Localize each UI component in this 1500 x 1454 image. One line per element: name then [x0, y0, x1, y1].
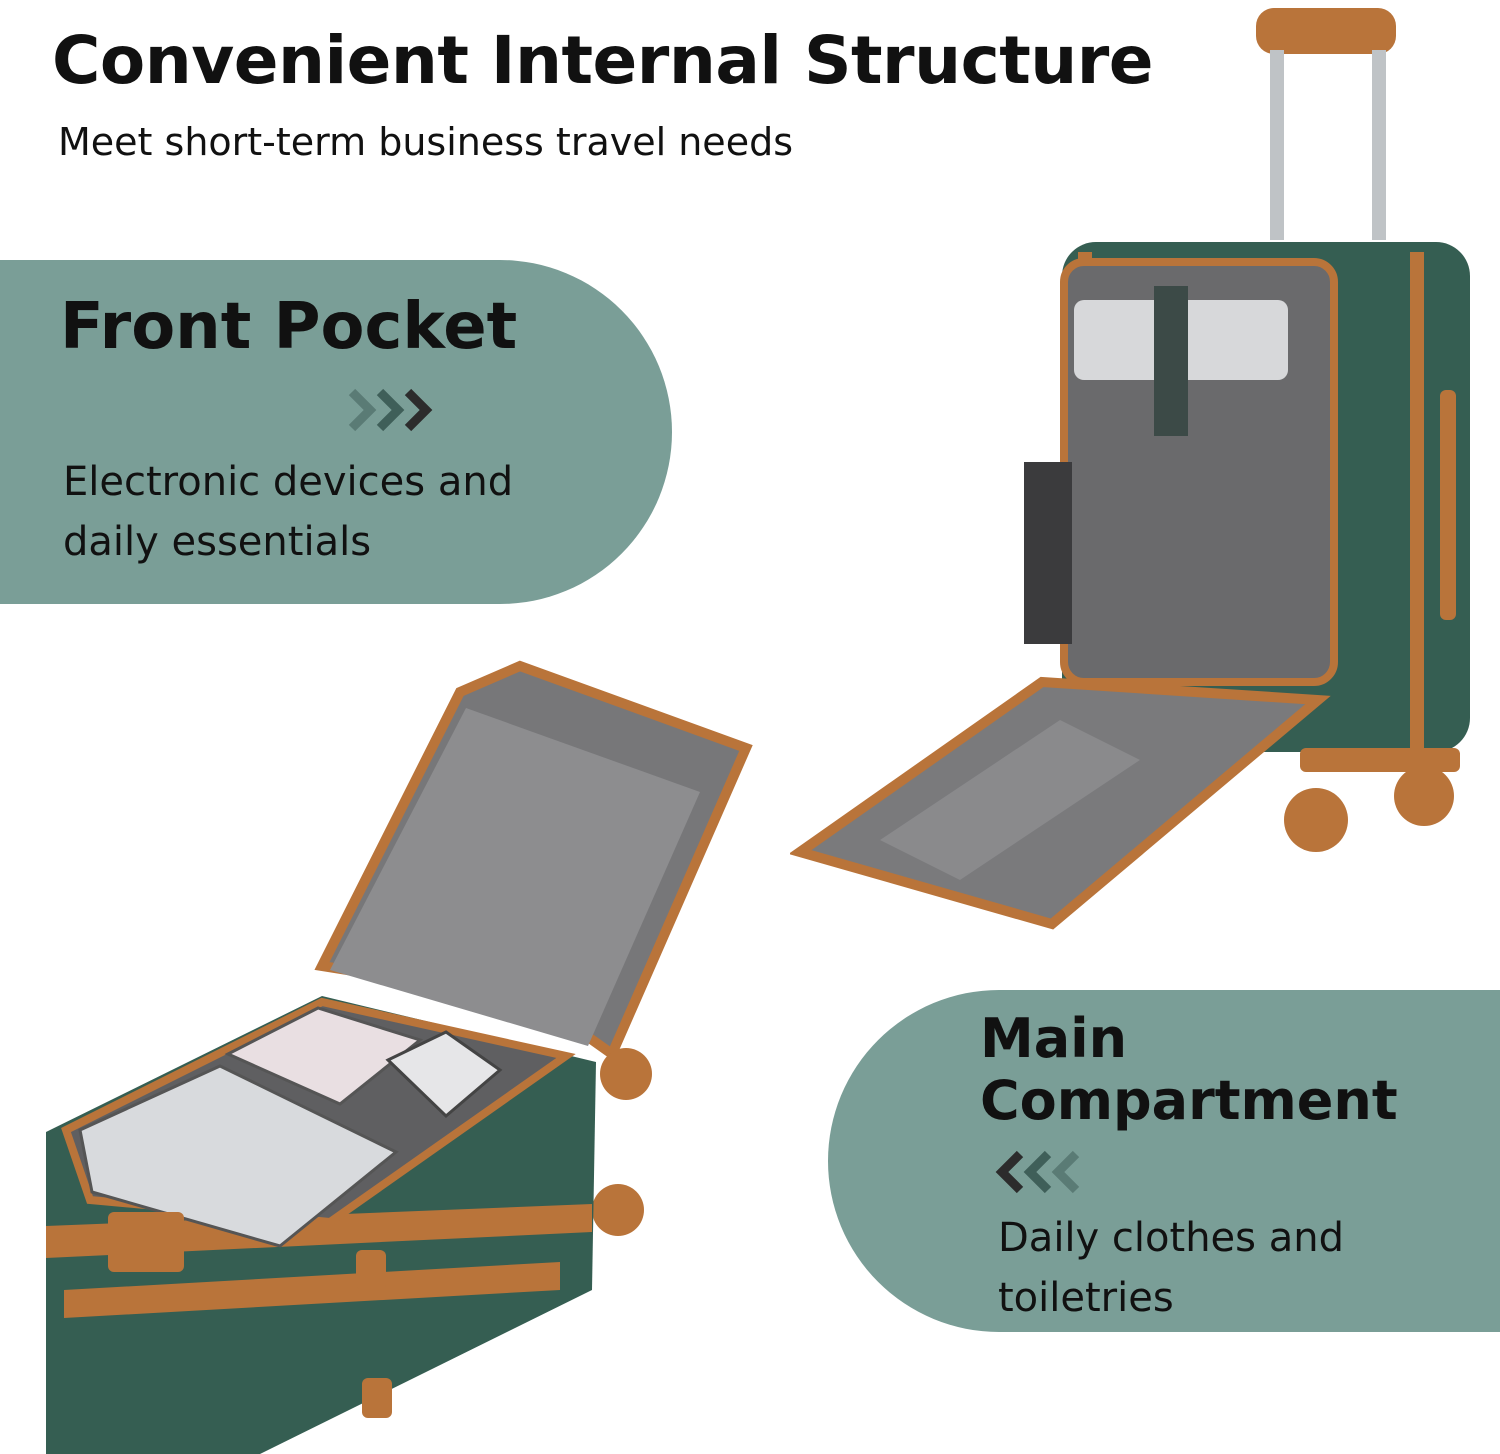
- open-suitcase-image: [46, 660, 753, 1454]
- front-pocket-panel: [0, 260, 672, 604]
- front-pocket-description: Electronic devices and daily essentials: [63, 459, 514, 565]
- page-subtitle: Meet short-term business travel needs: [58, 120, 793, 164]
- front-pocket-title: Front Pocket: [60, 290, 518, 364]
- upright-suitcase-image: [790, 8, 1470, 930]
- main-compartment-panel: [828, 990, 1500, 1332]
- page-title: Convenient Internal Structure: [52, 22, 1154, 99]
- chevrons-left-icon: [995, 1150, 1080, 1194]
- main-compartment-description: Daily clothes and toiletries: [998, 1215, 1344, 1321]
- main-compartment-title: Main Compartment: [980, 1007, 1398, 1132]
- chevrons-right-icon: [348, 388, 433, 432]
